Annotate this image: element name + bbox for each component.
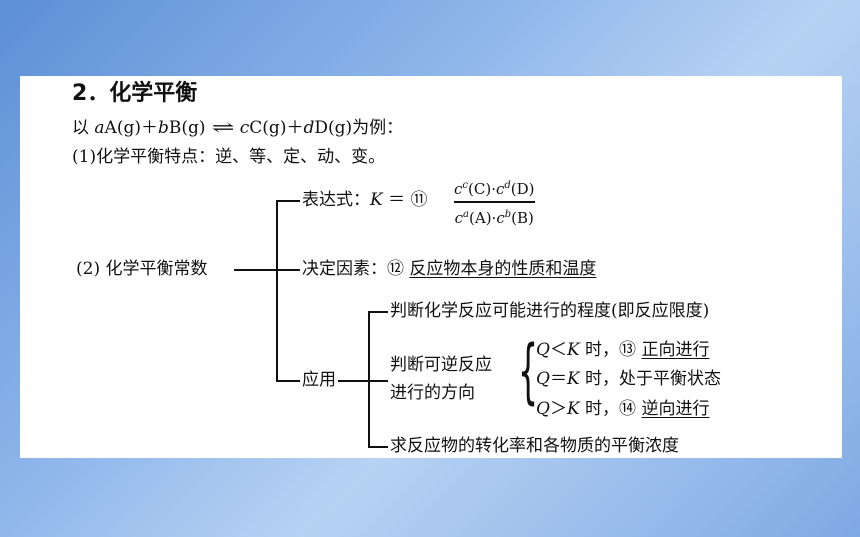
tree-line-app-root bbox=[338, 380, 368, 382]
equilibrium-arrow: ⇌ bbox=[211, 118, 235, 138]
conversion-text: 求反应物的转化率和各物质的平衡浓度 bbox=[390, 436, 679, 456]
fraction-bar bbox=[454, 201, 535, 203]
fraction-denominator: ca(A)·cb(B) bbox=[454, 208, 534, 227]
blank-number-14: ⑭ bbox=[619, 399, 637, 419]
case-less-answer: 正向进行 bbox=[641, 340, 710, 360]
case-greater: Q＞K 时，⑭ 逆向进行 bbox=[536, 399, 710, 419]
direction-label-line2: 进行的方向 bbox=[390, 383, 475, 403]
tree-line-factor bbox=[276, 269, 300, 271]
blank-number-13: ⑬ bbox=[619, 340, 637, 360]
factor-answer: 反应物本身的性质和温度 bbox=[409, 259, 597, 279]
direction-label-line1: 判断可逆反应 bbox=[390, 355, 492, 375]
reaction-example: 以 aA(g)＋bB(g)⇌cC(g)＋dD(g)为例： bbox=[72, 118, 404, 138]
case-equal: Q＝K 时，处于平衡状态 bbox=[536, 369, 722, 389]
tree-line-expression bbox=[276, 200, 300, 202]
left-brace: { bbox=[518, 330, 539, 412]
equilibrium-features: (1)化学平衡特点：逆、等、定、动、变。 bbox=[72, 147, 386, 167]
judge-degree-text: 判断化学反应可能进行的程度(即反应限度) bbox=[390, 301, 710, 321]
tree-line-app-degree bbox=[368, 311, 388, 313]
tree-line-app-vertical bbox=[368, 311, 370, 446]
section-title: 2．化学平衡 bbox=[72, 81, 198, 106]
blank-number-12: ⑫ bbox=[387, 259, 404, 279]
tree-line-vertical bbox=[276, 200, 278, 380]
application-label: 应用 bbox=[302, 370, 336, 390]
expression-row: 表达式：K ＝ ⑪ bbox=[302, 190, 428, 210]
k-expression-fraction: cc(C)·cd(D) ca(A)·cb(B) bbox=[454, 177, 535, 227]
tree-line-root bbox=[234, 269, 276, 271]
case-less: Q＜K 时，⑬ 正向进行 bbox=[536, 340, 710, 360]
blank-number-11: ⑪ bbox=[410, 190, 428, 210]
fraction-numerator: cc(C)·cd(D) bbox=[454, 180, 535, 198]
tree-line-app-conversion bbox=[368, 446, 388, 448]
equilibrium-constant-label: (2) 化学平衡常数 bbox=[76, 259, 208, 279]
tree-line-application bbox=[276, 380, 300, 382]
tree-line-app-direction bbox=[368, 380, 388, 382]
case-greater-answer: 逆向进行 bbox=[641, 399, 710, 419]
factor-row: 决定因素：⑫ 反应物本身的性质和温度 bbox=[302, 259, 597, 279]
slide-content: 2．化学平衡 以 aA(g)＋bB(g)⇌cC(g)＋dD(g)为例： (1)化… bbox=[20, 76, 842, 458]
